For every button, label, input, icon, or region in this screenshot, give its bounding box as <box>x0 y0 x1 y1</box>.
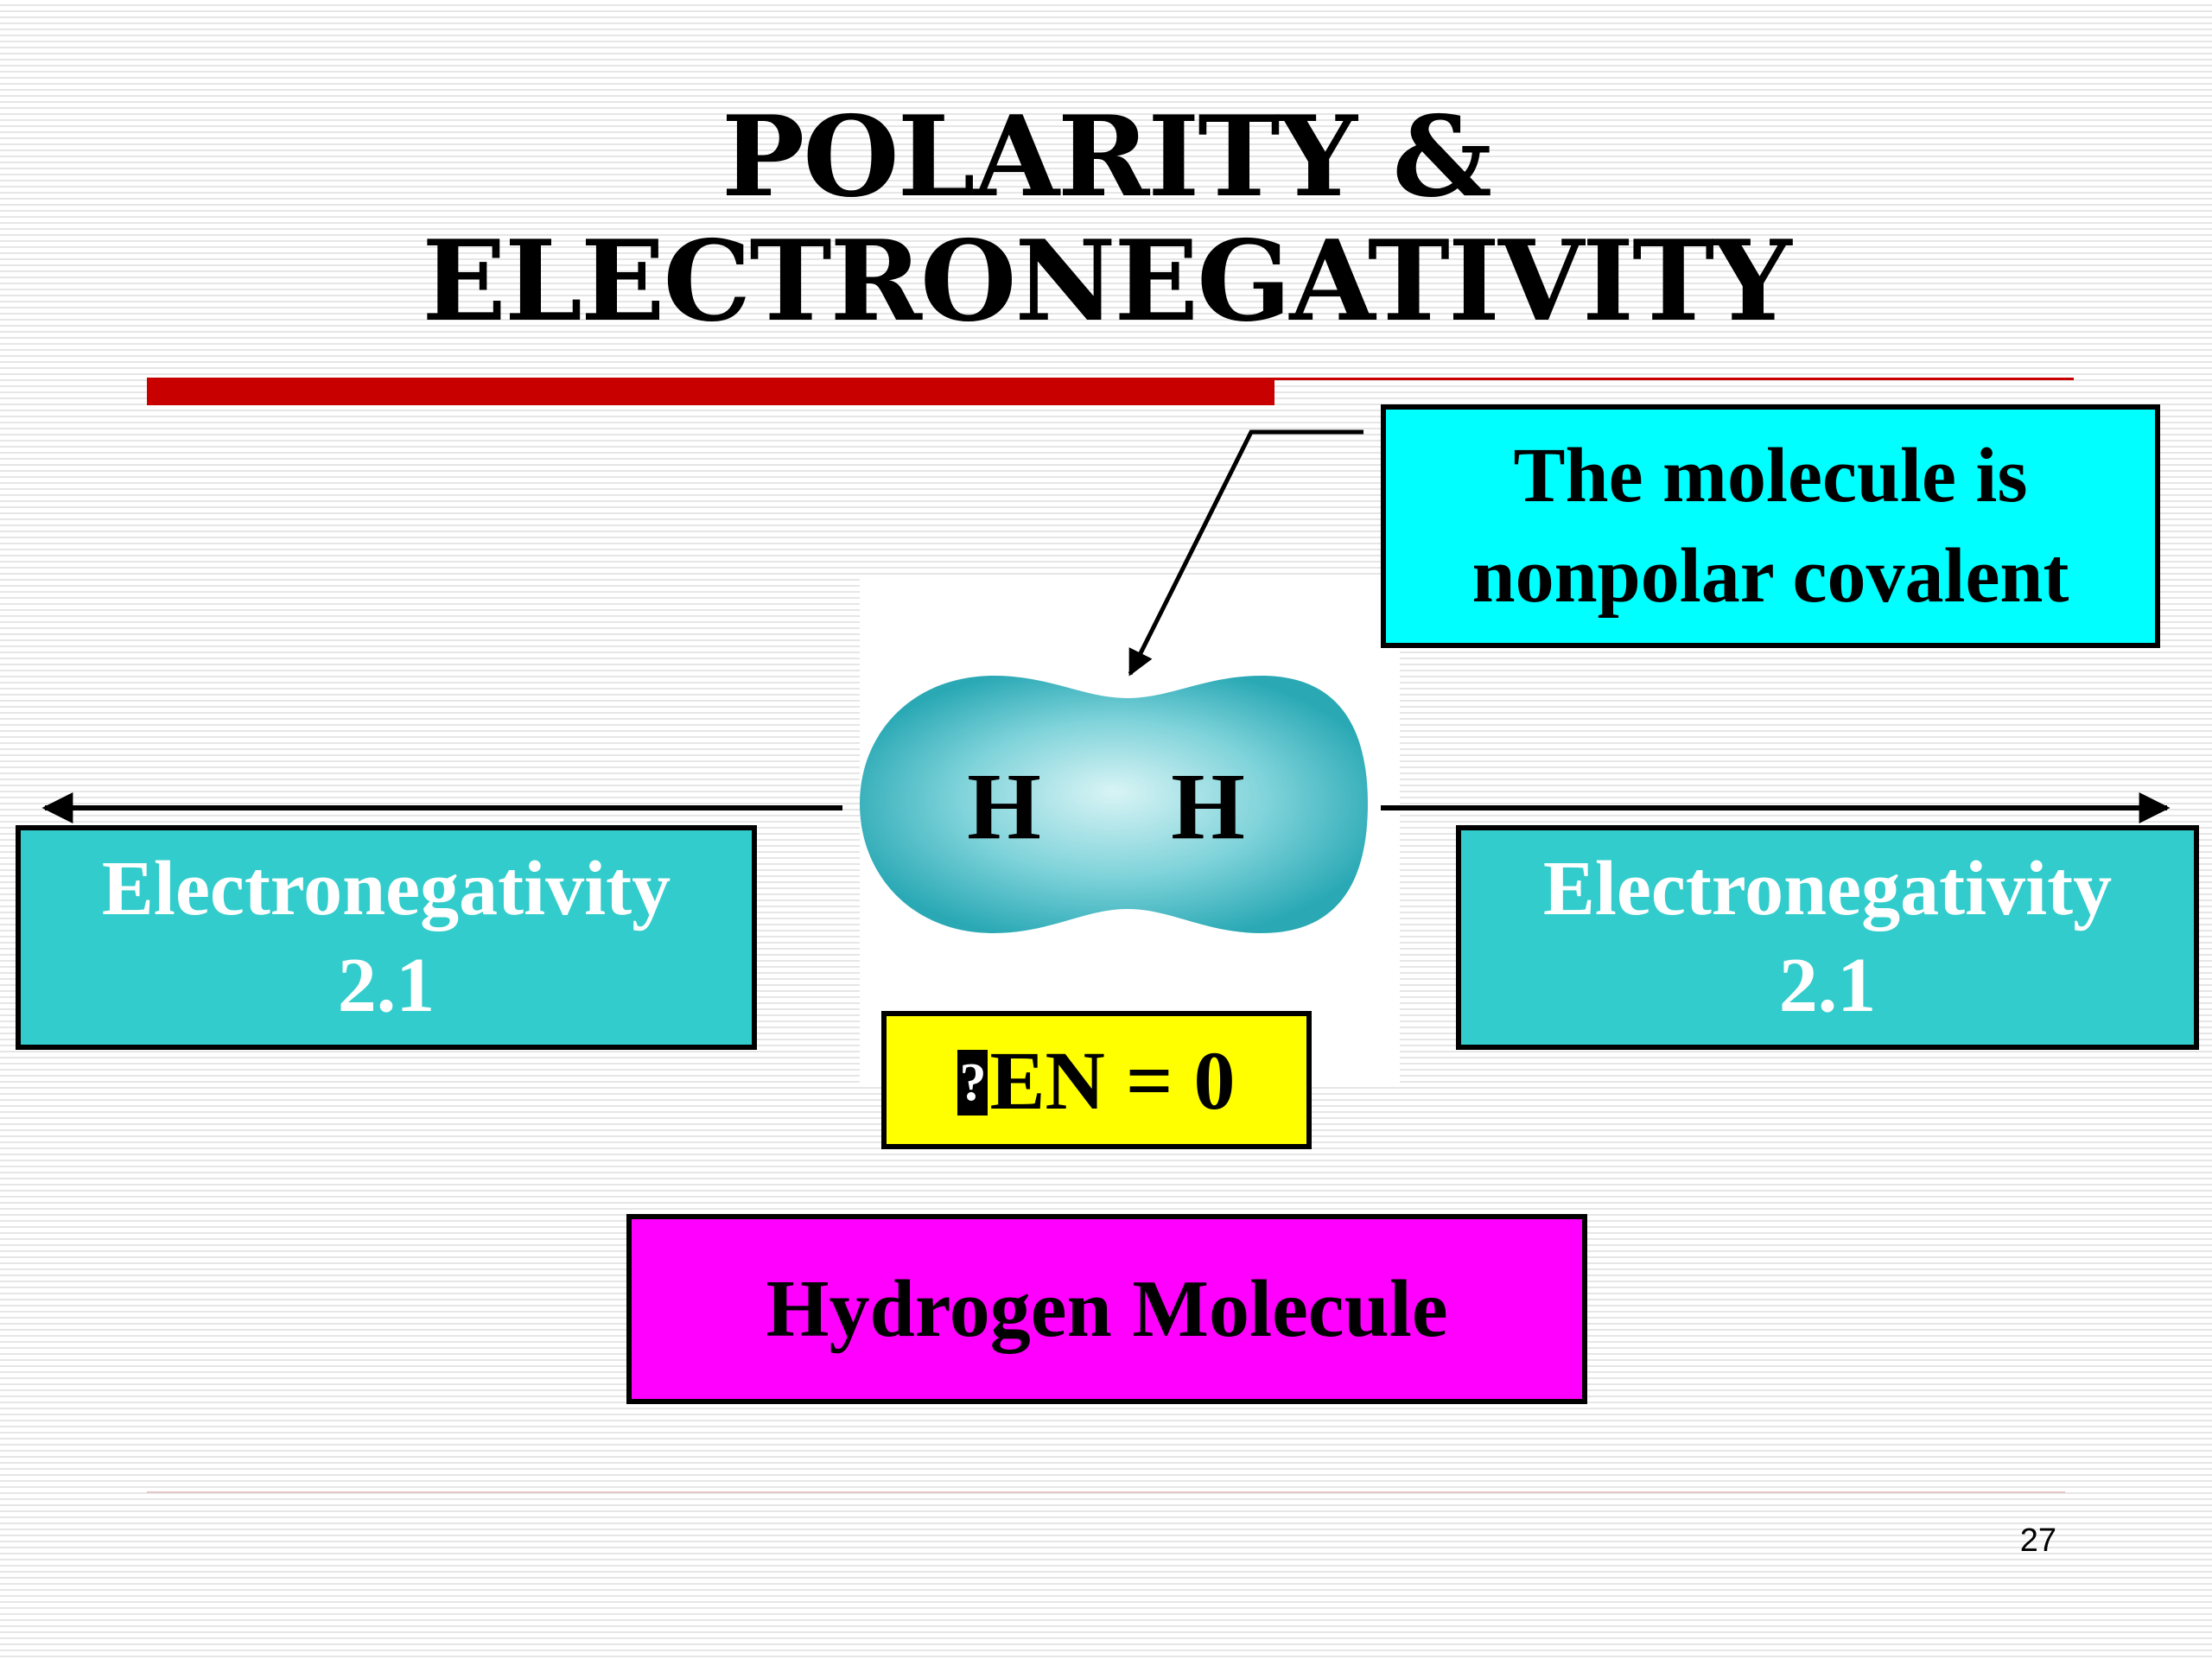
electronegativity-box-right: Electronegativity 2.1 <box>1456 825 2199 1050</box>
title-line-1: POLARITY & <box>721 92 1492 222</box>
atom-label-left: H <box>967 753 1041 859</box>
callout-box: The molecule is nonpolar covalent <box>1381 404 2160 648</box>
footer-rule <box>147 1491 2065 1493</box>
electronegativity-box-left: Electronegativity 2.1 <box>16 825 757 1050</box>
electronegativity-label-left: Electronegativity <box>101 846 671 931</box>
electron-cloud <box>860 676 1368 933</box>
callout-pointer-arrow <box>1128 429 1363 677</box>
electronegativity-value-left: 2.1 <box>337 943 435 1028</box>
delta-equation: EN = 0 <box>989 1033 1236 1127</box>
delta-en-text: ?EN = 0 <box>957 1033 1236 1128</box>
callout-text-line-1: The molecule is <box>1513 433 2028 518</box>
atom-label-right: H <box>1171 753 1245 859</box>
page-number: 27 <box>2019 1522 2056 1559</box>
callout-text-line-2: nonpolar covalent <box>1471 533 2069 619</box>
delta-en-box: ?EN = 0 <box>881 1011 1312 1149</box>
delta-symbol: ? <box>957 1049 988 1116</box>
title-underline-red <box>147 378 1274 405</box>
molecule-name: Hydrogen Molecule <box>766 1264 1448 1354</box>
title-underline-thin <box>1274 378 2074 380</box>
electronegativity-value-right: 2.1 <box>1778 943 1877 1028</box>
molecule-name-box: Hydrogen Molecule <box>626 1214 1587 1404</box>
electronegativity-label-right: Electronegativity <box>1542 846 2113 931</box>
title-line-2: ELECTRONEGATIVITY <box>422 217 1791 346</box>
